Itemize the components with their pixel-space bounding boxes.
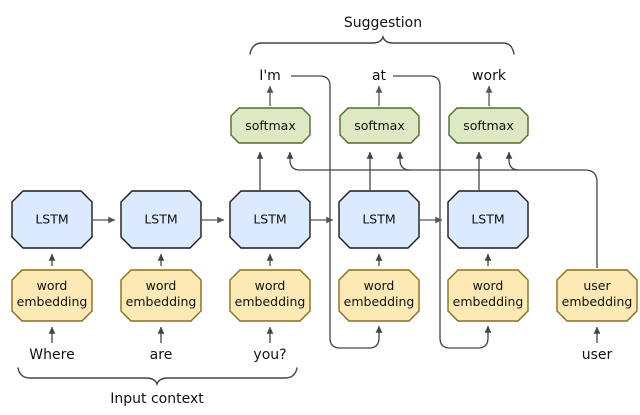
feedback-loop-at xyxy=(393,75,492,349)
lstm-box-4-label: LSTM xyxy=(471,212,504,227)
bus-branch-softmax2 xyxy=(505,151,520,171)
word-embedding-box-4[interactable]: word embedding xyxy=(447,269,529,322)
word-embedding-box-1-line2: embedding xyxy=(126,294,197,309)
output-word-1: at xyxy=(372,68,387,84)
lstm-box-2-label: LSTM xyxy=(253,212,286,227)
word-embedding-box-2-line2: embedding xyxy=(235,294,306,309)
lstm-box-4[interactable]: LSTM xyxy=(447,190,529,249)
lstm-box-1[interactable]: LSTM xyxy=(120,190,202,249)
softmax-box-2[interactable]: softmax xyxy=(448,107,529,144)
word-embedding-box-4-line2: embedding xyxy=(453,294,524,309)
input-word-user: user xyxy=(582,347,613,363)
word-embedding-box-1-line1: word xyxy=(146,278,177,293)
word-embedding-box-2[interactable]: word embedding xyxy=(229,269,311,322)
softmax-box-0[interactable]: softmax xyxy=(230,107,311,144)
word-embedding-box-0[interactable]: word embedding xyxy=(11,269,93,322)
feedback-loop-im xyxy=(291,75,383,349)
input-context-brace xyxy=(17,367,298,387)
user-embedding-bus xyxy=(286,151,598,268)
input-word-1: are xyxy=(150,347,173,363)
word-embedding-box-3[interactable]: word embedding xyxy=(338,269,420,322)
softmax-box-0-label: softmax xyxy=(245,118,295,133)
softmax-box-1[interactable]: softmax xyxy=(339,107,420,144)
lstm-box-3-label: LSTM xyxy=(362,212,395,227)
word-embedding-box-0-line2: embedding xyxy=(17,294,88,309)
lstm-box-0-label: LSTM xyxy=(35,212,68,227)
bus-branch-softmax1 xyxy=(396,151,411,171)
word-embedding-box-4-line1: word xyxy=(473,278,504,293)
word-embedding-box-3-line2: embedding xyxy=(344,294,415,309)
lstm-box-1-label: LSTM xyxy=(144,212,177,227)
word-embedding-box-2-line1: word xyxy=(255,278,286,293)
input-context-label: Input context xyxy=(110,391,204,407)
softmax-box-2-label: softmax xyxy=(463,118,513,133)
word-embedding-box-3-line1: word xyxy=(364,278,395,293)
output-word-0: I'm xyxy=(259,68,281,84)
output-word-2: work xyxy=(472,68,507,84)
word-embedding-box-1[interactable]: word embedding xyxy=(120,269,202,322)
user-embedding-box[interactable]: user embedding xyxy=(556,269,638,322)
lstm-box-3[interactable]: LSTM xyxy=(338,190,420,249)
input-word-0: Where xyxy=(29,347,74,363)
lstm-box-0[interactable]: LSTM xyxy=(11,190,93,249)
lstm-box-2[interactable]: LSTM xyxy=(229,190,311,249)
user-embedding-box-line2: embedding xyxy=(562,294,633,309)
word-embedding-box-0-line1: word xyxy=(37,278,68,293)
user-embedding-box-line1: user xyxy=(583,278,611,293)
suggestion-brace xyxy=(249,34,515,55)
input-word-2: you? xyxy=(253,347,286,363)
suggestion-label: Suggestion xyxy=(344,15,422,31)
softmax-box-1-label: softmax xyxy=(354,118,404,133)
bus-branch-softmax0 xyxy=(286,151,301,171)
